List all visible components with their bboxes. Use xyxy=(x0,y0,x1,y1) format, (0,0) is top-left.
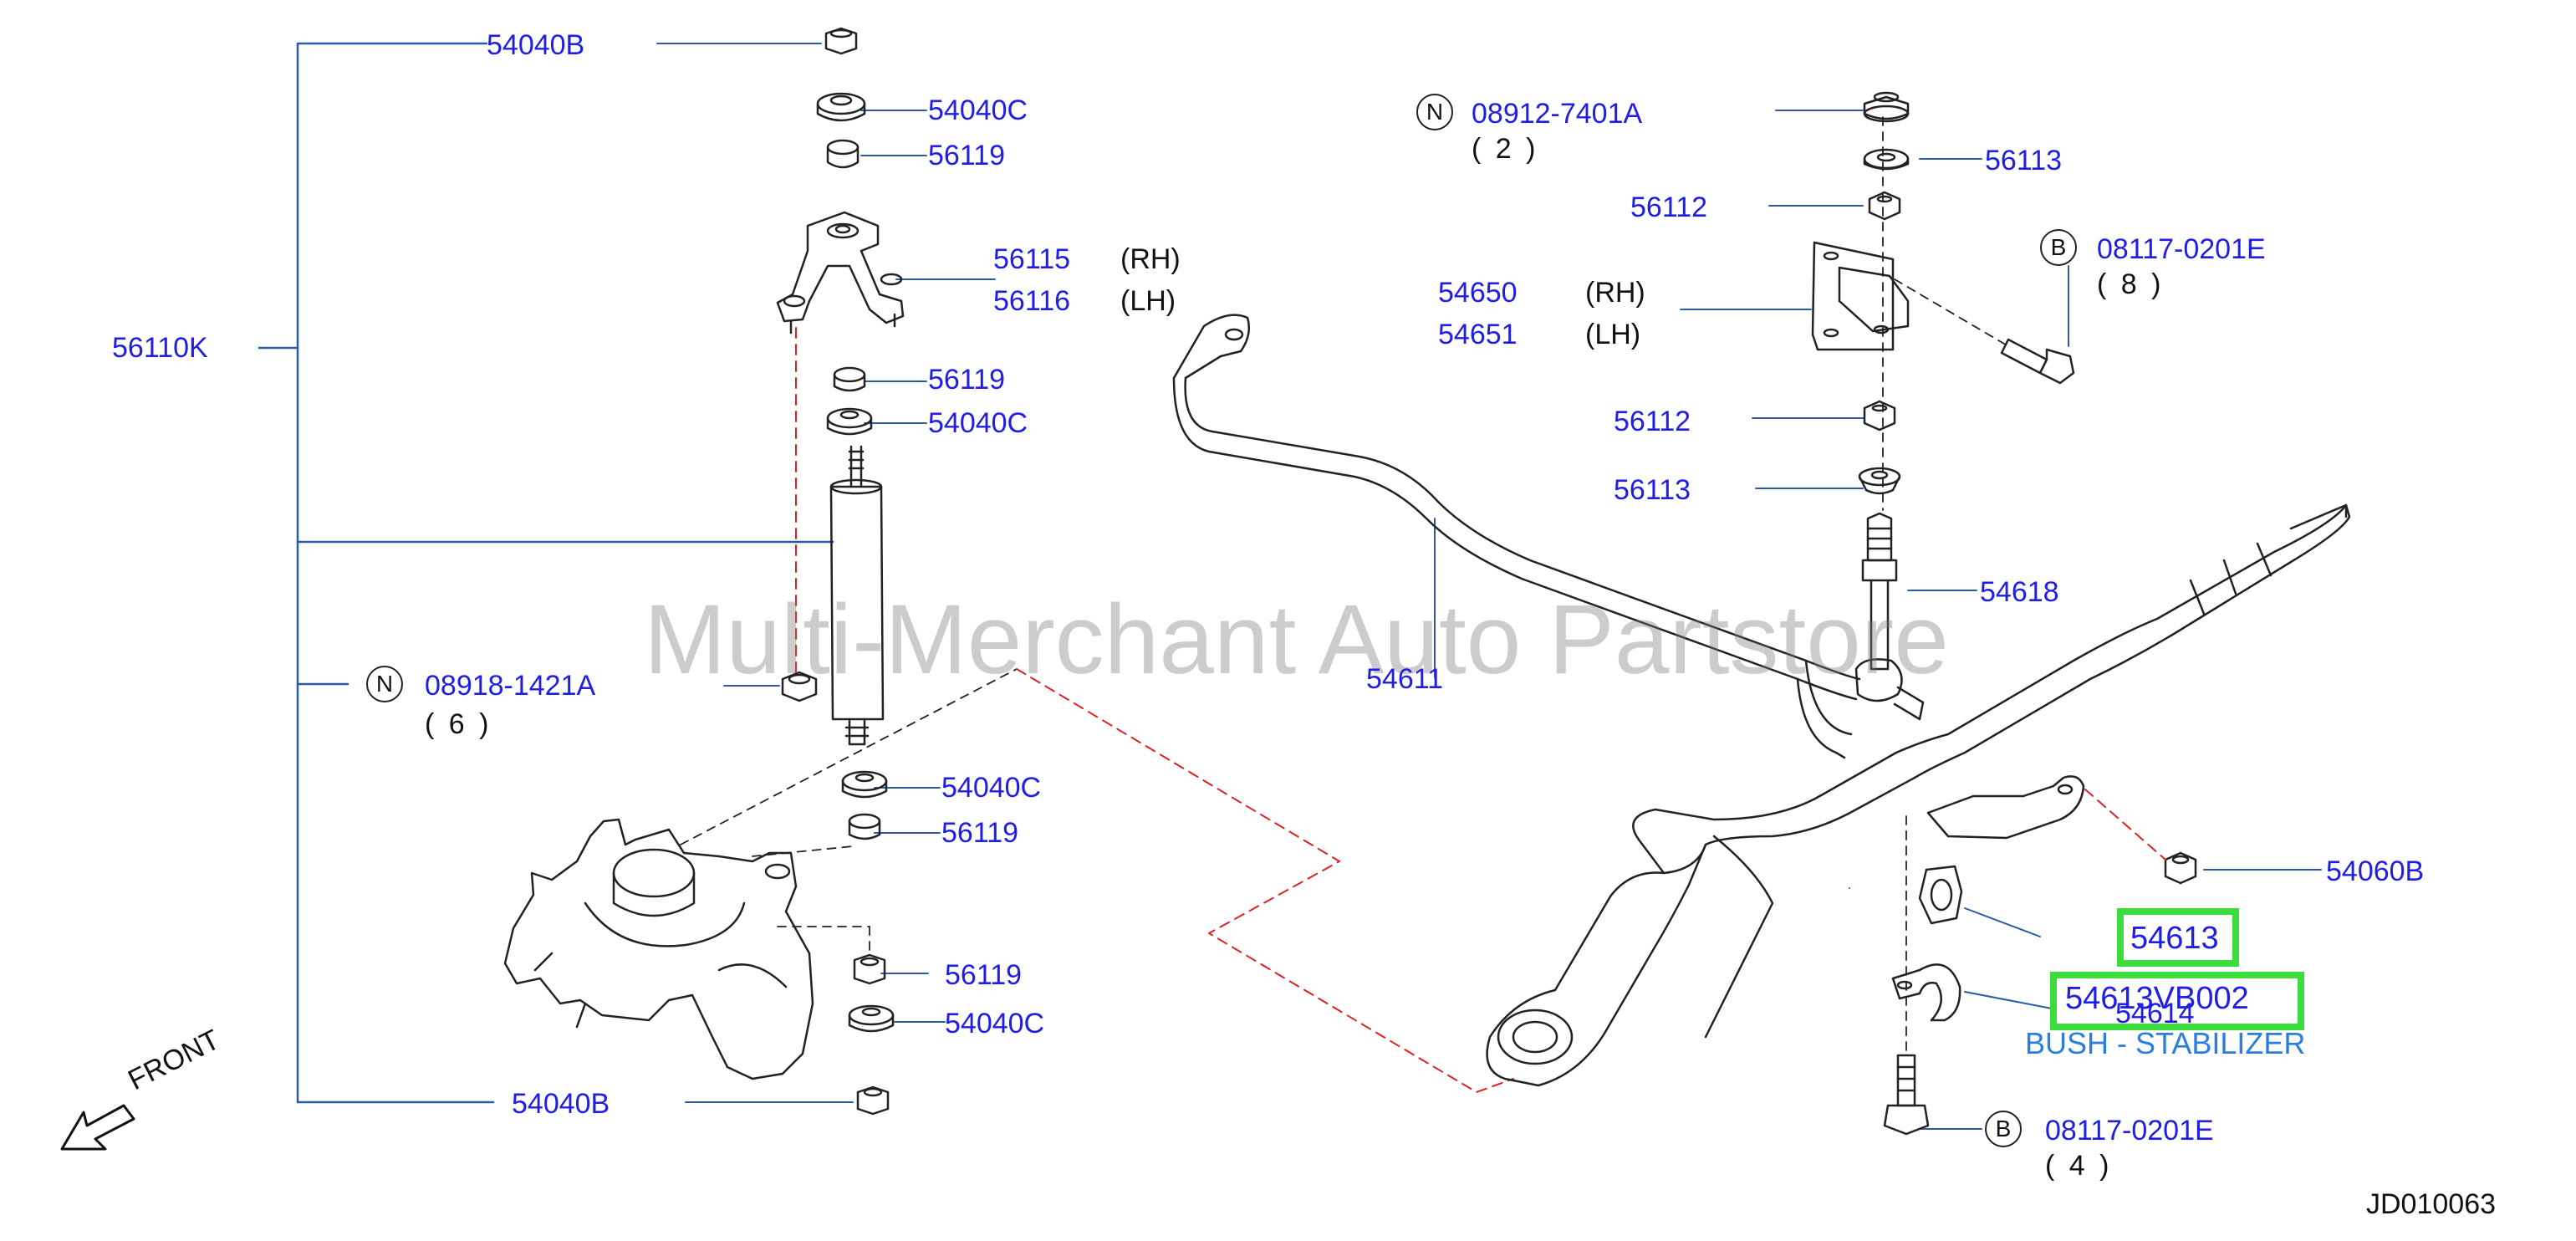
label-bracket-56115[interactable]: 56115 xyxy=(993,243,1071,275)
red-dashed-connector xyxy=(1016,668,1514,1093)
shock-absorber xyxy=(829,445,885,746)
label-bush-54613vb002[interactable]: 54613VB002 xyxy=(2065,981,2249,1016)
left-leader-lines xyxy=(656,43,996,1103)
label-lh-right: (LH) xyxy=(1585,319,1641,350)
label-nut-54040b-bottom[interactable]: 54040B xyxy=(512,1088,610,1120)
label-nut-qty-left: ( 6 ) xyxy=(425,708,492,740)
bush-56112-mid xyxy=(1863,400,1896,432)
bolt-08117-0201e-lower xyxy=(1883,1054,1930,1136)
link-rod-54618 xyxy=(1854,512,1925,721)
label-stabilizer-54611[interactable]: 54611 xyxy=(1366,663,1444,695)
bolt-dashed-guide xyxy=(1894,278,2009,347)
label-nut-qty-right: ( 2 ) xyxy=(1472,133,1539,165)
lower-control-arm xyxy=(1486,503,2351,1087)
label-bush-description: BUSH - STABILIZER xyxy=(2025,1026,2306,1060)
bush-54613-part xyxy=(1918,865,1963,925)
label-nut-54040b-top[interactable]: 54040B xyxy=(487,29,585,61)
label-bolt-08117-0201e-upper[interactable]: 08117-0201E xyxy=(2097,233,2266,265)
label-nut-54060b[interactable]: 54060B xyxy=(2326,855,2425,887)
bush-54040c-bottom xyxy=(848,1004,895,1033)
label-lh-left: (LH) xyxy=(1120,285,1176,317)
bush-56119-mid xyxy=(833,366,866,392)
nut-54040b-top xyxy=(824,27,858,55)
bracket-54650 xyxy=(1811,241,1910,351)
badge-n-left: N xyxy=(366,666,403,702)
stabilizer-bar-54611 xyxy=(1172,314,1861,759)
label-bush-54040c-lower[interactable]: 54040C xyxy=(941,772,1042,804)
left-dashed-guides xyxy=(680,668,1018,954)
label-bush-54613[interactable]: 54613 xyxy=(2130,921,2219,956)
label-bolt-08117-0201e-lower[interactable]: 08117-0201E xyxy=(2045,1115,2214,1147)
nut-54040b-bottom xyxy=(856,1085,890,1116)
label-nut-08918-1421a[interactable]: 08918-1421A xyxy=(425,670,596,702)
label-bush-54040c-upper[interactable]: 54040C xyxy=(928,94,1028,126)
bush-56119-lower xyxy=(848,813,881,840)
label-bracket-56116[interactable]: 56116 xyxy=(993,285,1071,317)
watermark: Multi-Merchant Auto Partstore xyxy=(644,585,1949,695)
bush-56112-top xyxy=(1868,191,1901,221)
front-arrow-icon xyxy=(60,1104,135,1151)
label-bush-56119-mid[interactable]: 56119 xyxy=(928,364,1006,396)
assembly-bracket-56110k xyxy=(258,42,834,1104)
label-bolt-qty-upper: ( 8 ) xyxy=(2097,268,2165,300)
label-bush-56119-bottom[interactable]: 56119 xyxy=(945,959,1023,991)
nut-red-dashed xyxy=(2084,789,2166,861)
label-bush-54040c-bottom[interactable]: 54040C xyxy=(945,1008,1045,1039)
nut-54060b xyxy=(2164,851,2197,885)
nut-08912-7401a xyxy=(1863,91,1910,123)
washer-56113-mid xyxy=(1858,467,1901,495)
clamp-54614-part xyxy=(1891,963,1961,1022)
label-washer-56113-top[interactable]: 56113 xyxy=(1985,145,2063,176)
bush-54040c-lower xyxy=(841,770,888,799)
label-bracket-54651[interactable]: 54651 xyxy=(1438,319,1518,350)
bush-56119-bottom xyxy=(853,953,886,985)
label-bush-56119-upper[interactable]: 56119 xyxy=(928,140,1006,171)
label-bolt-qty-lower: ( 4 ) xyxy=(2045,1150,2113,1182)
label-rh-left: (RH) xyxy=(1120,243,1181,275)
badge-b-upper: B xyxy=(2040,229,2077,266)
bush-54040c-mid xyxy=(826,407,873,436)
highlight-box-54613 xyxy=(2117,908,2239,967)
label-bush-56119-lower[interactable]: 56119 xyxy=(941,817,1019,849)
badge-b-lower: B xyxy=(1985,1111,2022,1147)
label-assembly-56110k[interactable]: 56110K xyxy=(112,332,208,364)
bolt-08117-0201e-upper xyxy=(2000,338,2075,385)
badge-n-right: N xyxy=(1416,94,1453,130)
bush-54040c-upper xyxy=(816,92,866,122)
label-bracket-54650[interactable]: 54650 xyxy=(1438,277,1518,309)
label-link-rod-54618[interactable]: 54618 xyxy=(1980,576,2059,608)
label-bush-56112-top[interactable]: 56112 xyxy=(1630,192,1708,223)
label-washer-56113-mid[interactable]: 56113 xyxy=(1614,474,1691,506)
label-rh-right: (RH) xyxy=(1585,277,1645,309)
right-leader-lines xyxy=(1434,110,2322,1130)
label-bush-56112-mid[interactable]: 56112 xyxy=(1614,406,1691,437)
mount-bracket-56115 xyxy=(776,211,905,335)
highlight-box-54613vb002 xyxy=(2050,972,2304,1030)
bush-56119-upper xyxy=(826,139,860,169)
lower-mount-housing xyxy=(503,818,814,1080)
diagram-code: JD010063 xyxy=(2366,1188,2497,1220)
nut-08918-1421a xyxy=(781,671,818,702)
label-bush-54040c-mid[interactable]: 54040C xyxy=(928,407,1028,439)
washer-56113-top xyxy=(1863,148,1910,171)
front-label: FRONT xyxy=(123,1024,225,1097)
label-nut-08912-7401a[interactable]: 08912-7401A xyxy=(1472,98,1643,130)
